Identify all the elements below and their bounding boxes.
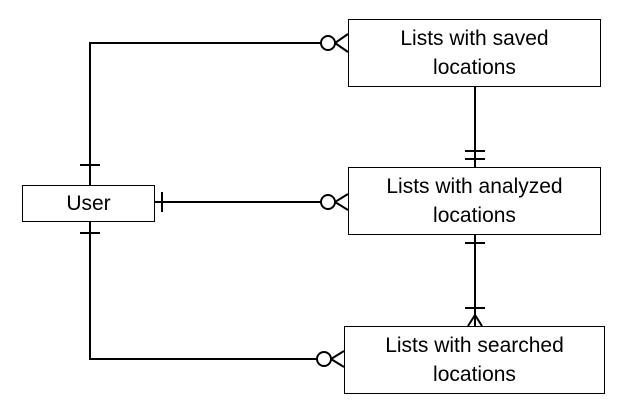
- entity-analyzed-locations: Lists with analyzed locations: [348, 167, 601, 235]
- crowfoot-saved-upper: [334, 33, 349, 44]
- crowfoot-analyzed-lower: [334, 201, 349, 211]
- crowfoot-searched-upper: [330, 350, 345, 360]
- crowfoot-searched-left: [467, 314, 476, 327]
- crowfoot-searched-lower: [330, 358, 345, 368]
- crowfoot-saved-lower: [334, 42, 349, 53]
- zero-mark-saved: [320, 35, 336, 51]
- connector-user-searched: [89, 222, 318, 360]
- entity-searched-locations: Lists with searched locations: [344, 326, 605, 394]
- crowfoot-searched-right: [474, 314, 483, 327]
- entity-user: User: [22, 185, 155, 222]
- crowfoot-analyzed-upper: [334, 193, 349, 203]
- entity-saved-locations: Lists with saved locations: [348, 19, 601, 87]
- zero-mark-analyzed: [320, 194, 336, 210]
- connector-user-saved: [89, 42, 322, 185]
- zero-mark-searched: [316, 351, 332, 367]
